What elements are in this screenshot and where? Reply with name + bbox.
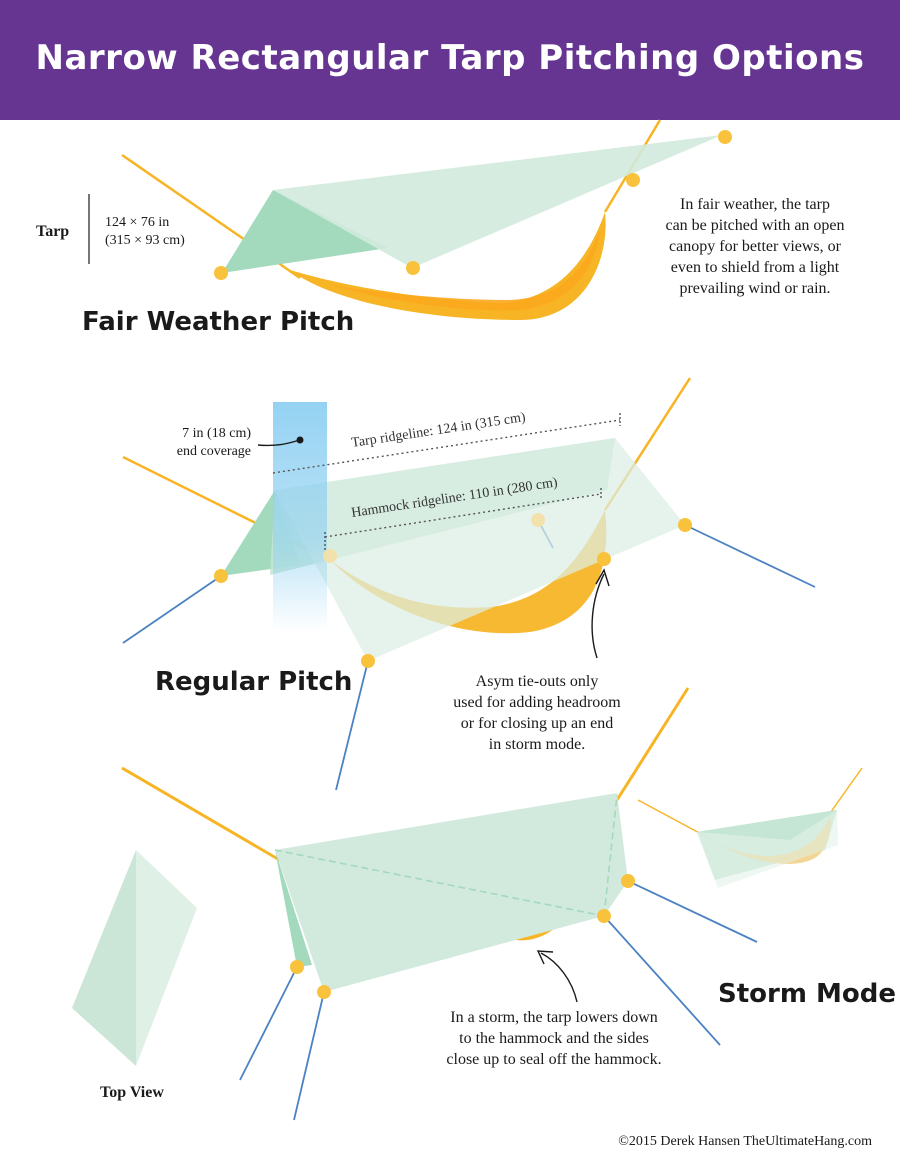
tie-out-dot — [678, 518, 692, 532]
guyline — [627, 880, 758, 943]
top-view-diagram — [72, 850, 197, 1066]
tie-out-dot — [361, 654, 375, 668]
end-coverage-pointer-dot — [296, 436, 304, 444]
tie-out-dot — [406, 261, 420, 275]
guyline — [293, 991, 325, 1121]
tie-out-dot — [597, 552, 611, 566]
storm-note-line-1: In a storm, the tarp lowers down — [450, 1009, 658, 1026]
storm-pointer-arrow — [540, 952, 578, 1003]
asym-tie-out-dot — [323, 549, 337, 563]
page-title: Narrow Rectangular Tarp Pitching Options — [35, 38, 865, 78]
tie-out-dot — [214, 266, 228, 280]
tarp-dark-end-panel — [275, 850, 312, 967]
storm-note: In a storm, the tarp lowers down to the … — [446, 1009, 661, 1068]
tarp-spec-size-cm: (315 × 93 cm) — [105, 233, 185, 248]
storm-note-line-2: to the hammock and the sides — [459, 1030, 649, 1047]
top-view-panel-right — [136, 850, 197, 1066]
thumbnail-suspension-right — [827, 767, 863, 817]
storm-pointer-arrowhead — [536, 950, 554, 965]
asym-note: Asym tie-outs only used for adding headr… — [453, 673, 621, 753]
tie-out-dot — [317, 985, 331, 999]
tarp-ridgeline-dim — [272, 419, 621, 474]
guyline — [239, 966, 298, 1081]
fair-weather-line-4: even to shield from a light — [671, 259, 840, 276]
end-coverage-line-1: 7 in (18 cm) — [182, 426, 251, 441]
asym-note-line-4: in storm mode. — [489, 736, 585, 753]
hammock-suspension-right — [615, 687, 690, 801]
fair-weather-diagram — [121, 119, 732, 320]
guyline — [335, 660, 369, 791]
guyline — [684, 524, 816, 588]
guyline — [603, 915, 721, 1046]
tie-out-dot — [214, 569, 228, 583]
hammock-suspension-left — [121, 766, 284, 864]
storm-note-line-3: close up to seal off the hammock. — [446, 1051, 661, 1068]
asym-note-line-2: used for adding headroom — [453, 694, 621, 711]
storm-thumbnail-diagram — [637, 767, 863, 888]
tarp-fold-dashed — [603, 794, 618, 917]
asym-pointer-arrow — [591, 573, 605, 659]
tie-out-dot — [290, 960, 304, 974]
fair-weather-line-1: In fair weather, the tarp — [680, 196, 830, 213]
tarp-canopy-panel — [273, 135, 722, 268]
thumbnail-tarp-front — [697, 810, 838, 888]
fair-weather-line-5: prevailing wind or rain. — [679, 280, 830, 297]
fair-weather-description: In fair weather, the tarp can be pitched… — [665, 196, 844, 297]
tie-out-dot — [597, 909, 611, 923]
tarp-fold-dashed — [274, 849, 605, 917]
tarp-spec-label: Tarp — [36, 223, 69, 240]
tarp-dark-end-panel — [222, 190, 388, 273]
tie-out-dot — [621, 874, 635, 888]
regular-pitch-diagram — [122, 377, 816, 791]
thumbnail-suspension-left — [637, 799, 706, 837]
tarp-ridgeline-label: Tarp ridgeline: 124 in (315 cm) — [350, 410, 527, 451]
tarp-front-panel — [275, 438, 685, 661]
tie-out-dot — [626, 173, 640, 187]
footer-credit: ©2015 Derek Hansen TheUltimateHang.com — [618, 1134, 872, 1149]
asym-tie-out-dot — [531, 513, 545, 527]
storm-mode-title: Storm Mode — [718, 979, 896, 1009]
fair-weather-title: Fair Weather Pitch — [82, 307, 354, 337]
asym-note-line-3: or for closing up an end — [461, 715, 613, 732]
hammock-ridgeline-dim — [324, 493, 602, 538]
end-coverage-line-2: end coverage — [177, 444, 251, 459]
top-view-panel-left — [72, 850, 136, 1066]
tie-out-dot — [718, 130, 732, 144]
fair-weather-line-3: canopy for better views, or — [669, 238, 842, 255]
header-banner — [0, 0, 900, 120]
guyline — [122, 575, 222, 644]
asym-note-line-1: Asym tie-outs only — [476, 673, 599, 690]
fair-weather-line-2: can be pitched with an open — [665, 217, 844, 234]
asym-pointer-arrowhead — [595, 568, 610, 587]
tarp-storm-panel — [275, 793, 628, 992]
regular-pitch-title: Regular Pitch — [155, 667, 352, 697]
top-view-label: Top View — [100, 1084, 164, 1101]
tarp-spec-size-in: 124 × 76 in — [105, 215, 169, 230]
storm-mode-diagram — [121, 687, 758, 1121]
